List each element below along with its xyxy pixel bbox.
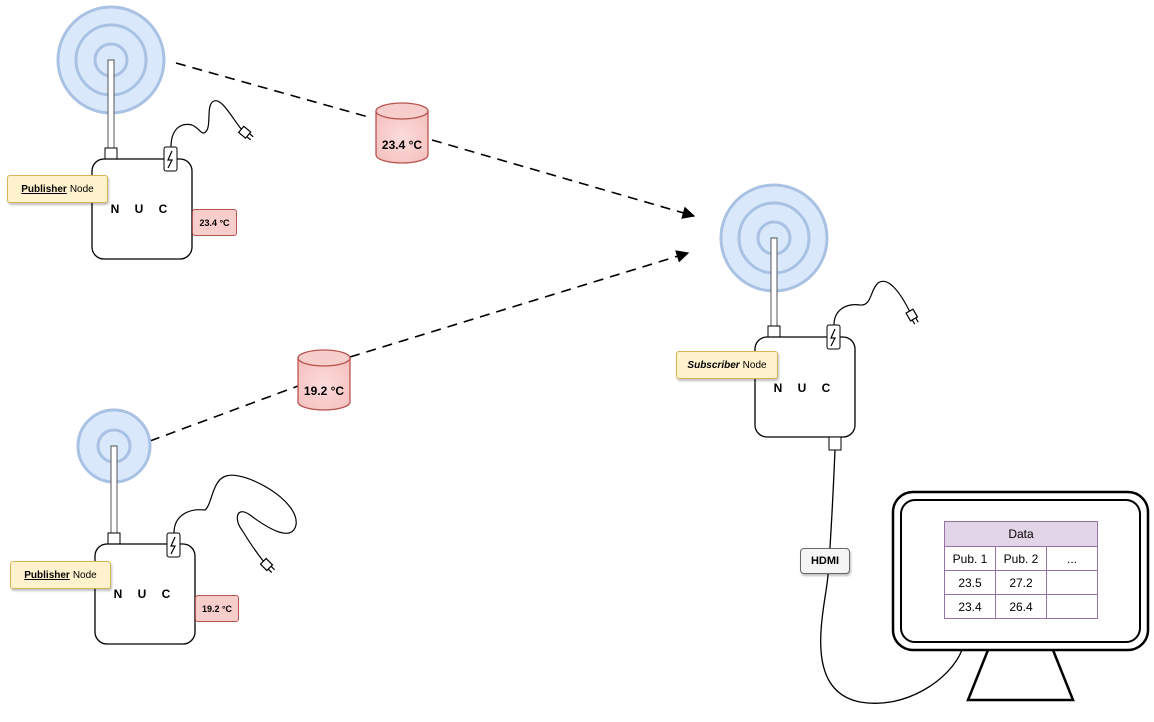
publisher-node-label: Publisher Node: [10, 561, 111, 589]
table-cell: 23.5: [944, 570, 996, 595]
wireless-link-1: [175, 62, 696, 219]
nuc-device: [754, 336, 856, 438]
power-plug-icon: [905, 308, 919, 325]
hdmi-label: HDMI: [800, 548, 850, 574]
power-port: [163, 146, 178, 172]
antenna-connector: [107, 532, 121, 545]
power-port: [166, 532, 181, 558]
node-suffix: Node: [742, 359, 767, 371]
antenna-mast: [107, 59, 115, 149]
table-header-row: Data: [944, 521, 1098, 547]
message-cylinder: [375, 102, 429, 164]
subscriber-node-label: Subscriber Node: [676, 351, 778, 379]
power-port: [826, 324, 841, 350]
power-cable: [833, 280, 911, 326]
antenna-connector: [767, 325, 781, 338]
table-row: 23.4 26.4: [944, 594, 1098, 619]
message-value: 23.4 °C: [381, 138, 423, 152]
node-role: Subscriber: [687, 359, 740, 371]
nuc-device: [94, 543, 196, 645]
nuc-device-label: N U C: [773, 381, 837, 395]
temperature-reading: 19.2 °C: [195, 595, 239, 622]
table-title: Data: [944, 521, 1098, 547]
node-suffix: Node: [69, 183, 94, 195]
hdmi-cable: [820, 449, 963, 704]
data-table: Data Pub. 1 Pub. 2 ... 23.5 27.2 23.4 26…: [944, 521, 1098, 619]
power-cable: [170, 100, 243, 148]
table-cell: [1046, 594, 1098, 619]
lightning-icon: [170, 536, 176, 555]
publisher-node-label: Publisher Node: [7, 175, 108, 203]
temperature-reading: 23.4 °C: [192, 209, 237, 236]
message-cylinder: [297, 349, 351, 411]
power-cable: [173, 474, 297, 563]
antenna-connector: [104, 147, 118, 160]
table-cell: 26.4: [995, 594, 1047, 619]
power-plug-icon: [237, 125, 254, 141]
antenna-mast: [110, 445, 118, 535]
table-cell: [1046, 570, 1098, 595]
lightning-icon: [167, 150, 173, 169]
wireless-link-2: [149, 250, 690, 442]
table-cell: 23.4: [944, 594, 996, 619]
column-header: Pub. 2: [995, 546, 1047, 571]
antenna-mast: [770, 237, 778, 327]
table-row: 23.5 27.2: [944, 570, 1098, 595]
table-cell: 27.2: [995, 570, 1047, 595]
nuc-device-label: N U C: [113, 587, 177, 601]
column-header: ...: [1046, 546, 1098, 571]
node-suffix: Node: [72, 569, 97, 581]
message-value: 19.2 °C: [303, 384, 345, 398]
hdmi-port: [828, 436, 842, 451]
power-plug-icon: [259, 557, 276, 574]
node-role: Publisher: [21, 183, 67, 195]
nuc-device-label: N U C: [110, 202, 174, 216]
lightning-icon: [830, 328, 836, 347]
table-column-row: Pub. 1 Pub. 2 ...: [944, 546, 1098, 571]
column-header: Pub. 1: [944, 546, 996, 571]
node-role: Publisher: [24, 569, 70, 581]
